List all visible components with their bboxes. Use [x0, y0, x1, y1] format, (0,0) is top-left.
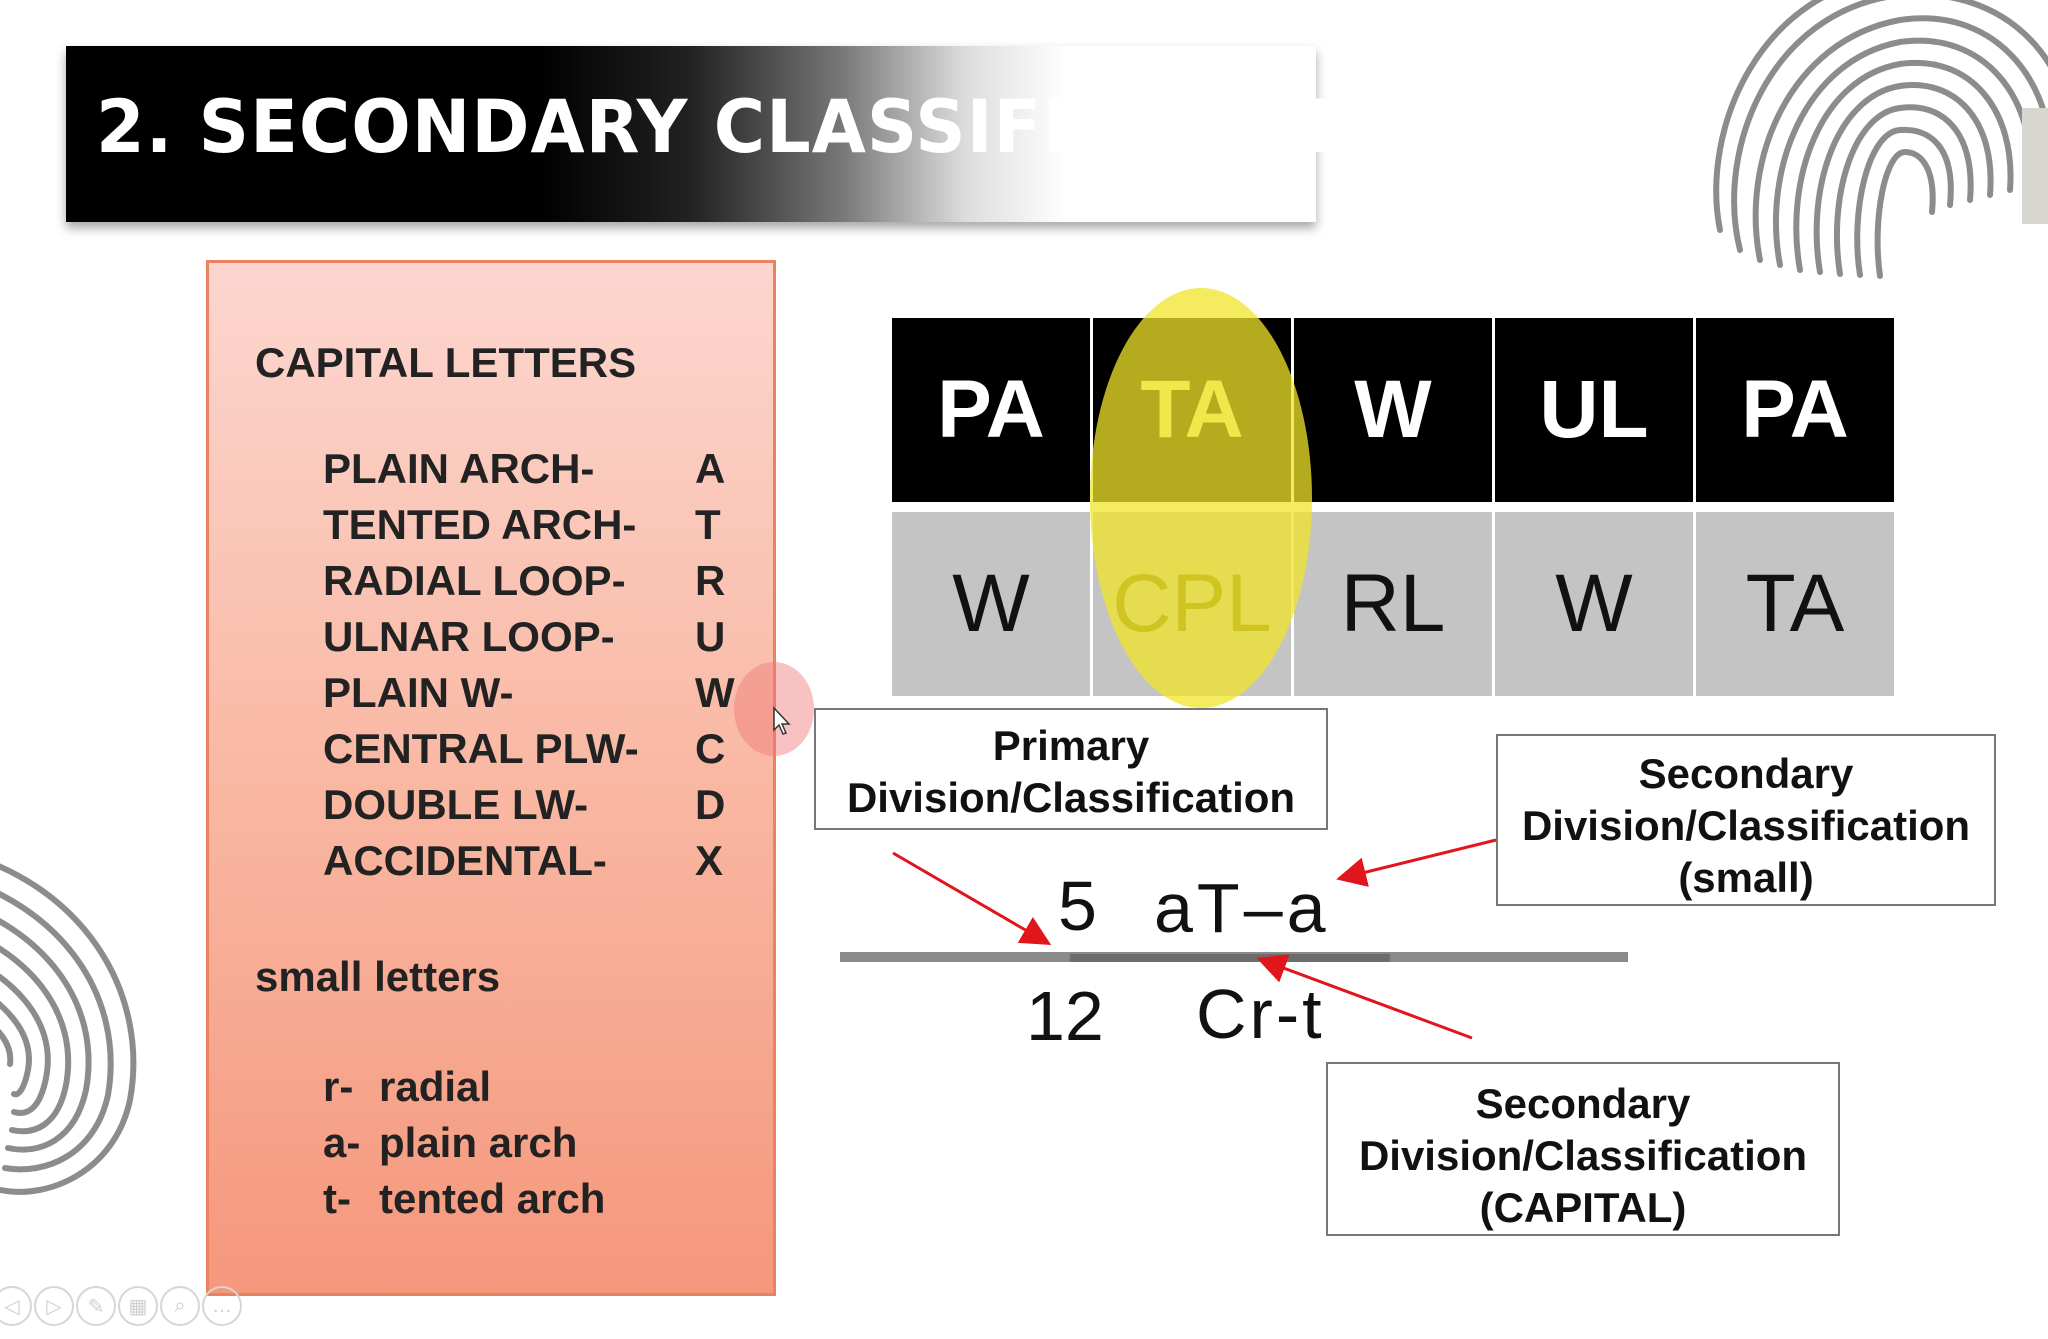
legend-small-code: r-: [323, 1063, 354, 1110]
label-line: Secondary: [1638, 750, 1854, 797]
legend-label: TENTED ARCH-: [323, 501, 637, 548]
legend-label: RADIAL LOOP-: [323, 557, 626, 604]
secondary-small-label: Secondary Division/Classification (small…: [1496, 734, 1996, 906]
legend-label: DOUBLE LW-: [323, 781, 589, 828]
legend-small-item-tented-arch: t- tented arch: [323, 1175, 605, 1223]
legend-small-item-radial: r- radial: [323, 1063, 491, 1111]
legend-item-radial-loop: RADIAL LOOP- R: [323, 557, 725, 613]
label-line: (small): [1678, 854, 1814, 901]
legend-item-plain-arch: PLAIN ARCH- A: [323, 445, 725, 501]
mouse-cursor-icon: [773, 706, 791, 735]
legend-small-item-plain-arch: a- plain arch: [323, 1119, 577, 1167]
table-header-cell: PA: [1696, 318, 1894, 502]
more-options-icon[interactable]: …: [202, 1286, 242, 1326]
zoom-icon[interactable]: ⌕: [160, 1286, 200, 1326]
legend-label: PLAIN ARCH-: [323, 445, 595, 492]
label-line: Secondary: [1475, 1080, 1691, 1127]
legend-small-code: t-: [323, 1175, 351, 1222]
table-body-cell: RL: [1294, 512, 1492, 696]
capital-letters-heading: CAPITAL LETTERS: [255, 339, 637, 386]
legend-small-label: tented arch: [379, 1175, 606, 1222]
slides-grid-icon[interactable]: ▦: [118, 1286, 158, 1326]
legend-code: U: [695, 613, 726, 660]
legend-item-accidental: ACCIDENTAL- X: [323, 837, 723, 893]
legend-code: W: [695, 669, 735, 716]
table-header-cell: W: [1294, 318, 1492, 502]
label-line: Division/Classification: [1521, 802, 1971, 849]
table-body-cell: W: [1495, 512, 1693, 696]
arrow-secondary-capital: [1256, 954, 1473, 1040]
secondary-capital-label: Secondary Division/Classification (CAPIT…: [1326, 1062, 1840, 1236]
arrow-primary: [892, 851, 1052, 946]
legend-label: ULNAR LOOP-: [323, 613, 615, 660]
edge-bar: [2022, 108, 2048, 224]
table-header-cell: PA: [892, 318, 1090, 502]
numerator-secondary: aT–a: [1154, 869, 1330, 947]
legend-small-label: radial: [379, 1063, 492, 1110]
fraction-line-overlay: [1070, 954, 1390, 962]
next-icon[interactable]: ▷: [34, 1286, 74, 1326]
legend-panel: CAPITAL LETTERS PLAIN ARCH- A TENTED ARC…: [206, 260, 776, 1296]
denominator-primary: 12: [1026, 977, 1104, 1055]
title-banner: 2. SECONDARY CLASSIFICATION: [66, 46, 1367, 222]
slide-toolbar: ◁ ▷ ✎ ▦ ⌕ …: [0, 1286, 242, 1332]
denominator-secondary: Cr-t: [1196, 975, 1325, 1053]
fingerprint-image-top: [1713, 0, 2048, 279]
previous-icon[interactable]: ◁: [0, 1286, 32, 1326]
legend-small-code: a-: [323, 1119, 361, 1166]
legend-code: T: [695, 501, 721, 548]
table-body-cell: W: [892, 512, 1090, 696]
table-body-cell: TA: [1696, 512, 1894, 696]
label-line: Division/Classification: [846, 774, 1296, 821]
legend-code: C: [695, 725, 726, 772]
fingerprint-image-left: [0, 863, 137, 1195]
label-line: Division/Classification: [1358, 1132, 1808, 1179]
label-line: (CAPITAL): [1479, 1184, 1687, 1231]
legend-label: ACCIDENTAL-: [323, 837, 607, 884]
legend-label: CENTRAL PLW-: [323, 725, 639, 772]
numerator-primary: 5: [1058, 867, 1097, 945]
legend-item-double-loop: DOUBLE LW- D: [323, 781, 725, 837]
primary-division-label: Primary Division/Classification: [814, 708, 1328, 830]
legend-code: D: [695, 781, 726, 828]
legend-code: R: [695, 557, 726, 604]
legend-code: X: [695, 837, 724, 884]
column-highlight: [1090, 288, 1312, 708]
pen-icon[interactable]: ✎: [76, 1286, 116, 1326]
legend-code: A: [695, 445, 726, 492]
small-letters-heading: small letters: [255, 953, 501, 1000]
arrow-secondary-small: [1336, 838, 1497, 887]
legend-label: PLAIN W-: [323, 669, 514, 716]
slide-title: 2. SECONDARY CLASSIFICATION: [96, 83, 1368, 171]
label-line: Primary: [992, 722, 1150, 769]
legend-item-plain-whorl: PLAIN W- W: [323, 669, 735, 725]
legend-item-ulnar-loop: ULNAR LOOP- U: [323, 613, 725, 669]
legend-item-tented-arch: TENTED ARCH- T: [323, 501, 721, 557]
legend-small-label: plain arch: [379, 1119, 578, 1166]
table-header-cell: UL: [1495, 318, 1693, 502]
legend-item-central-pocket-loop: CENTRAL PLW- C: [323, 725, 725, 781]
